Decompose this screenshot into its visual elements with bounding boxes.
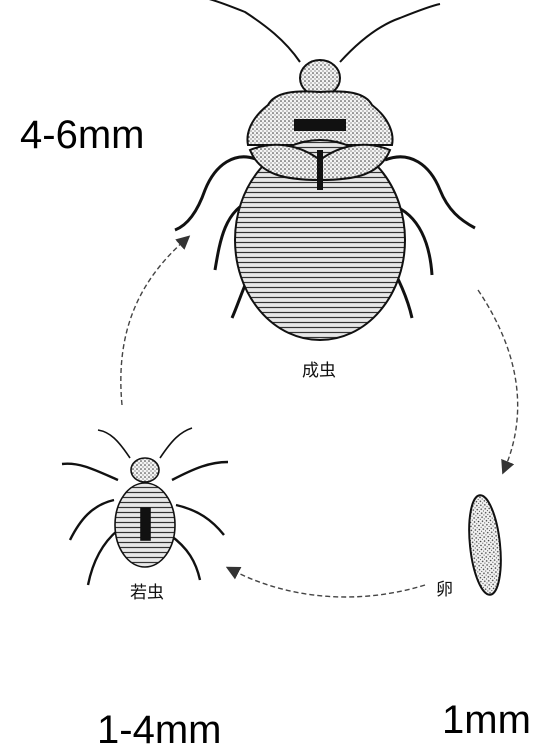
adult-bedbug-drawing xyxy=(175,0,475,340)
nymph-stage-label: 若虫 xyxy=(130,585,164,602)
arrow-adult-to-egg xyxy=(478,290,518,468)
egg-drawing xyxy=(465,494,505,597)
egg-size-label: 1mm xyxy=(442,700,531,740)
nymph-drawing xyxy=(62,428,228,585)
arrow-egg-to-nymph xyxy=(232,570,425,597)
adult-stage-label: 成虫 xyxy=(302,363,336,380)
arrow-nymph-to-adult xyxy=(121,240,185,405)
egg-stage-label: 卵 xyxy=(436,582,453,599)
nymph-size-label: 1-4mm xyxy=(97,710,221,750)
adult-size-label: 4-6mm xyxy=(20,115,144,155)
